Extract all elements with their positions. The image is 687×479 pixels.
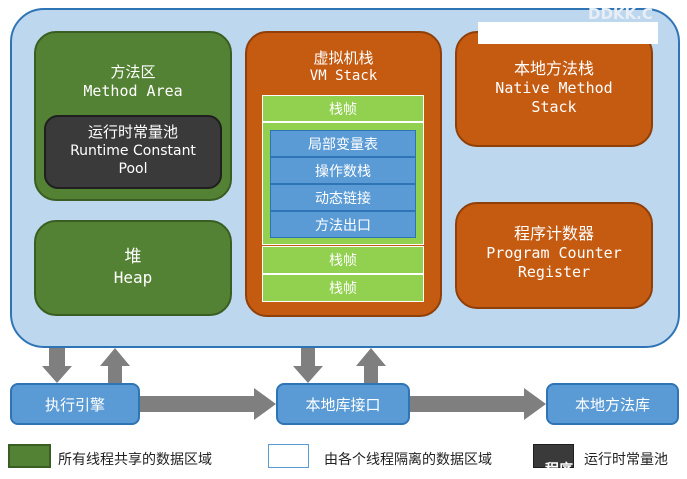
legend-swatch-isolated <box>268 444 309 468</box>
legend-text-runtime-pool: 运行时常量池 <box>584 452 668 468</box>
arrow-up-middle <box>356 348 386 383</box>
native-stack-line3: Stack <box>531 97 577 116</box>
native-interface-label: 本地库接口 <box>305 395 381 414</box>
stack-frame-top-label: 栈帧 <box>329 101 357 118</box>
legend-swatch-runtime-pool <box>533 444 574 468</box>
heap-title-en: Heap <box>113 268 153 288</box>
vm-stack-title-en: VM Stack <box>309 67 378 84</box>
heap-title-cn: 堆 <box>124 247 142 267</box>
stack-frame-top: 栈帧 <box>262 95 424 122</box>
method-exit-label: 方法出口 <box>315 217 371 234</box>
execution-engine-label: 执行引擎 <box>44 395 105 414</box>
legend-swatch-shared <box>8 444 51 468</box>
method-exit: 方法出口 <box>270 211 416 238</box>
watermark: DDKK.C <box>588 5 653 23</box>
arrow-right-interface-to-library <box>410 388 546 420</box>
native-stack-line1: 本地方法栈 <box>513 59 594 78</box>
native-method-stack: 本地方法栈 Native Method Stack <box>455 31 653 147</box>
stack-frame-bottom: 栈帧 <box>262 274 424 302</box>
pc-line3: Register <box>517 262 591 281</box>
native-interface: 本地库接口 <box>276 383 410 425</box>
stack-frame-bottom-label: 栈帧 <box>329 281 357 297</box>
native-method-library-label: 本地方法库 <box>574 395 650 414</box>
watermark-cutout <box>478 22 658 44</box>
runtime-pool-line2: Runtime Constant <box>70 142 196 159</box>
legend-overlay-text: 程序 <box>545 462 573 478</box>
vm-stack-title-cn: 虚拟机栈 <box>313 49 374 67</box>
runtime-pool-line1: 运行时常量池 <box>87 123 178 141</box>
arrow-down-left <box>42 348 72 383</box>
method-area-title-en: Method Area <box>83 81 183 100</box>
method-area-title-cn: 方法区 <box>110 63 156 81</box>
native-stack-line2: Native Method <box>495 79 613 97</box>
runtime-constant-pool: 运行时常量池 Runtime Constant Pool <box>44 115 222 189</box>
dynamic-linking: 动态链接 <box>270 184 416 211</box>
arrow-right-engine-to-interface <box>140 388 276 420</box>
program-counter-register: 程序计数器 Program Counter Register <box>455 202 653 309</box>
arrow-down-middle <box>293 348 323 383</box>
heap: 堆 Heap <box>34 220 232 316</box>
stack-frame-middle: 栈帧 <box>262 246 424 274</box>
runtime-pool-line3: Pool <box>118 160 148 177</box>
legend-text-isolated: 由各个线程隔离的数据区域 <box>324 452 492 468</box>
arrow-up-left <box>100 348 130 383</box>
operand-stack: 操作数栈 <box>270 157 416 184</box>
pc-line1: 程序计数器 <box>513 224 594 243</box>
local-variable-table: 局部变量表 <box>270 130 416 157</box>
legend-text-shared: 所有线程共享的数据区域 <box>58 452 212 468</box>
operand-stack-label: 操作数栈 <box>315 163 371 180</box>
stack-frame-middle-label: 栈帧 <box>329 253 357 269</box>
native-method-library: 本地方法库 <box>546 383 679 425</box>
dynamic-linking-label: 动态链接 <box>315 190 371 207</box>
local-variable-table-label: 局部变量表 <box>308 136 378 153</box>
pc-line2: Program Counter <box>486 244 622 262</box>
execution-engine: 执行引擎 <box>10 383 140 425</box>
